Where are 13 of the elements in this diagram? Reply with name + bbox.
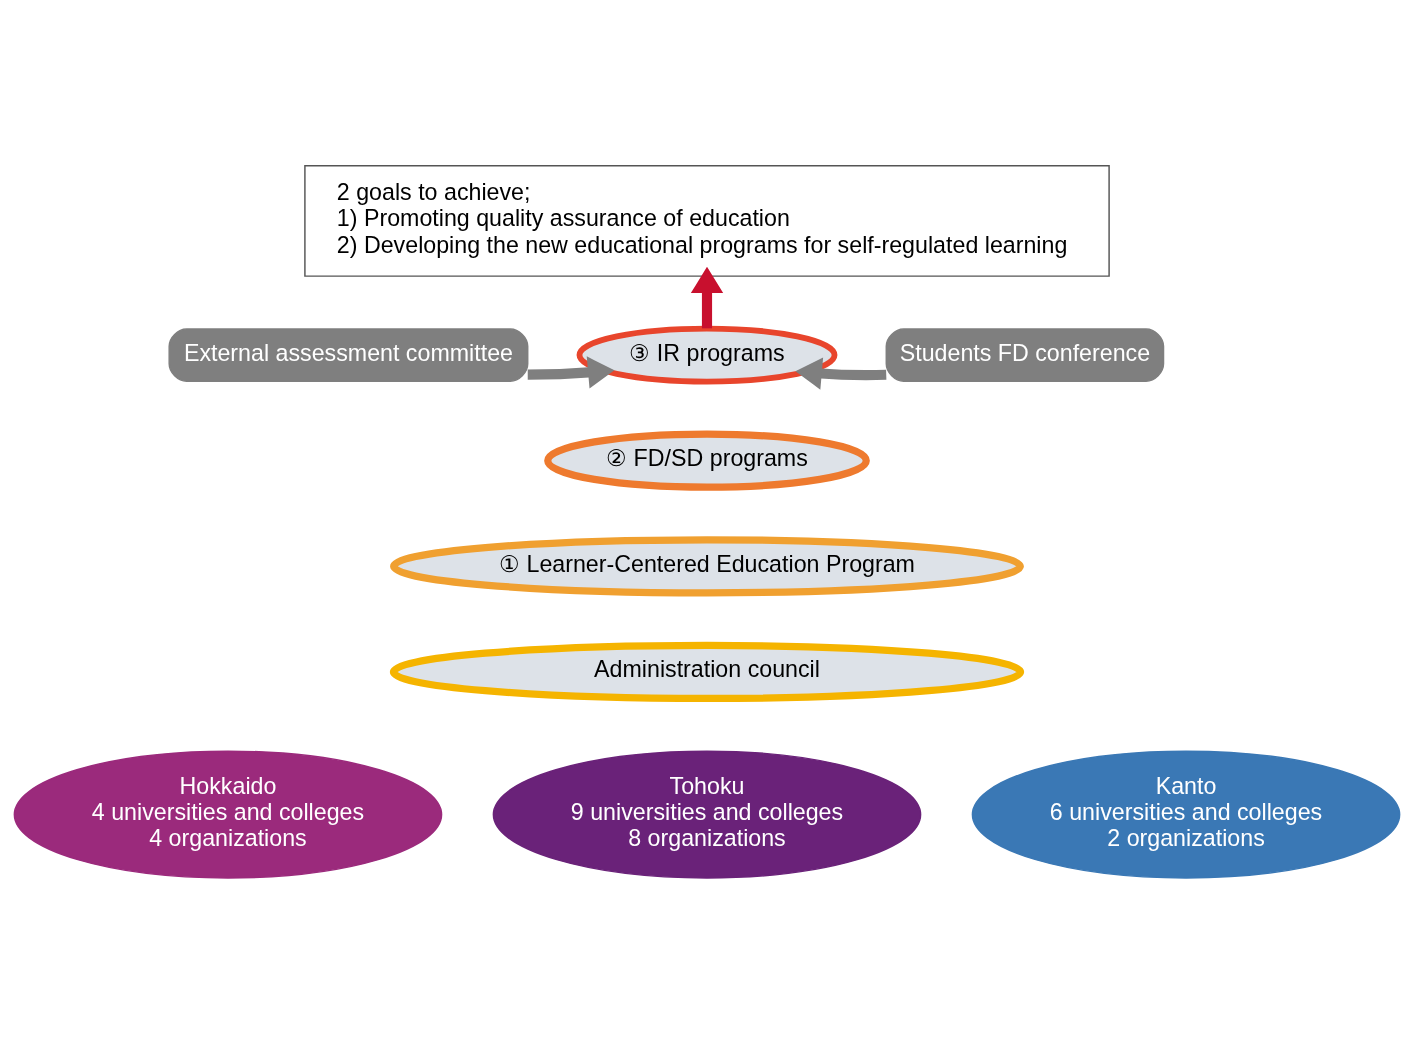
node-box: Students FD conference [885, 328, 1165, 382]
node-ellipse: ③ IR programs [576, 325, 838, 385]
arrow [527, 356, 615, 389]
node-box: 2 goals to achieve; 1) Promoting quality assurance of education 2) Developing the new educational programs for self-regulated learning [304, 165, 1110, 277]
node-ellipse: Administration council [389, 641, 1025, 703]
arrow [690, 266, 724, 329]
node-ellipse: ② FD/SD programs [544, 430, 870, 491]
node-box: External assessment committee [168, 328, 529, 382]
node-ellipse: ① Learner-Centered Education Program [390, 536, 1024, 597]
node-ellipse: Tohoku 9 universities and colleges 8 organizations [492, 750, 922, 879]
arrow [795, 357, 887, 390]
node-ellipse: Kanto 6 universities and colleges 2 organizations [971, 750, 1401, 879]
node-ellipse: Hokkaido 4 universities and colleges 4 organizations [13, 750, 443, 879]
